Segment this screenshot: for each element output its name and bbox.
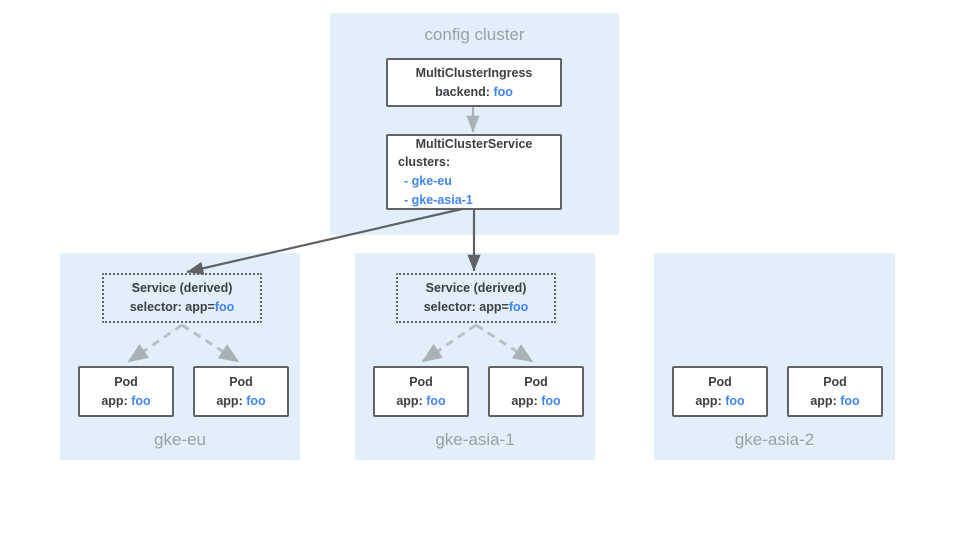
node-multiclusterservice[interactable]: MultiClusterService clusters: - gke-eu -… [386,134,562,210]
pod-app-label: app: [216,393,243,408]
selector-value: foo [508,300,529,314]
panel-cluster-gke-asia-2: gke-asia-2 [654,253,895,460]
panel-cluster-gke-eu-label: gke-eu [154,430,206,449]
node-multiclusteringress[interactable]: MultiClusterIngress backend: foo [386,58,562,107]
node-pod-gke-eu-1[interactable]: Pod app: foo [193,366,289,417]
clusters-item-1: - gke-asia-1 [404,192,473,207]
pod-app-value: foo [840,393,860,408]
pod-app-value: foo [131,393,151,408]
node-pod-gke-eu-0[interactable]: Pod app: foo [78,366,174,417]
node-multiclusterservice-body: clusters: - gke-eu - gke-asia-1 [388,153,560,209]
clusters-item-0: - gke-eu [404,174,452,188]
pod-app-label: app: [511,393,538,408]
node-multiclusterservice-kind: MultiClusterService [415,136,533,151]
node-multiclusteringress-backend: backend: foo [435,83,513,102]
node-pod-gke-asia-1-1[interactable]: Pod app: foo [488,366,584,417]
pod-app-label: app: [101,393,128,408]
pod-app: app: foo [396,392,445,411]
pod-app: app: foo [216,392,265,411]
selector-value: foo [214,300,235,314]
pod-app: app: foo [511,392,560,411]
pod-title: Pod [823,374,847,389]
backend-value: foo [493,84,513,99]
selector-label: selector: app= [423,300,509,314]
derived-service-selector: selector: app=foo [130,298,235,317]
panel-cluster-gke-asia-2-label: gke-asia-2 [734,430,815,449]
pod-app-value: foo [426,393,446,408]
backend-label: backend: [435,84,490,99]
node-pod-gke-asia-2-1[interactable]: Pod app: foo [787,366,883,417]
pod-title: Pod [409,374,433,389]
clusters-label: clusters: [398,155,451,170]
node-pod-gke-asia-1-0[interactable]: Pod app: foo [373,366,469,417]
pod-app: app: foo [695,392,744,411]
pod-app: app: foo [810,392,859,411]
derived-service-title: Service (derived) [425,280,527,295]
pod-app-value: foo [246,393,266,408]
pod-app-label: app: [396,393,423,408]
pod-title: Pod [114,374,138,389]
derived-service-selector: selector: app=foo [424,298,529,317]
panel-config-cluster-label: config cluster [424,25,525,44]
selector-label: selector: app= [129,300,215,314]
pod-app-value: foo [725,393,745,408]
pod-title: Pod [524,374,548,389]
node-derived-service-gke-asia-1[interactable]: Service (derived) selector: app=foo [396,273,556,323]
pod-title: Pod [708,374,732,389]
node-multiclusteringress-kind: MultiClusterIngress [415,65,533,80]
pod-title: Pod [229,374,253,389]
pod-app: app: foo [101,392,150,411]
node-derived-service-gke-eu[interactable]: Service (derived) selector: app=foo [102,273,262,323]
panel-cluster-gke-asia-1-label: gke-asia-1 [435,430,515,449]
pod-app-label: app: [810,393,837,408]
node-pod-gke-asia-2-0[interactable]: Pod app: foo [672,366,768,417]
derived-service-title: Service (derived) [131,280,233,295]
pod-app-value: foo [541,393,561,408]
pod-app-label: app: [695,393,722,408]
